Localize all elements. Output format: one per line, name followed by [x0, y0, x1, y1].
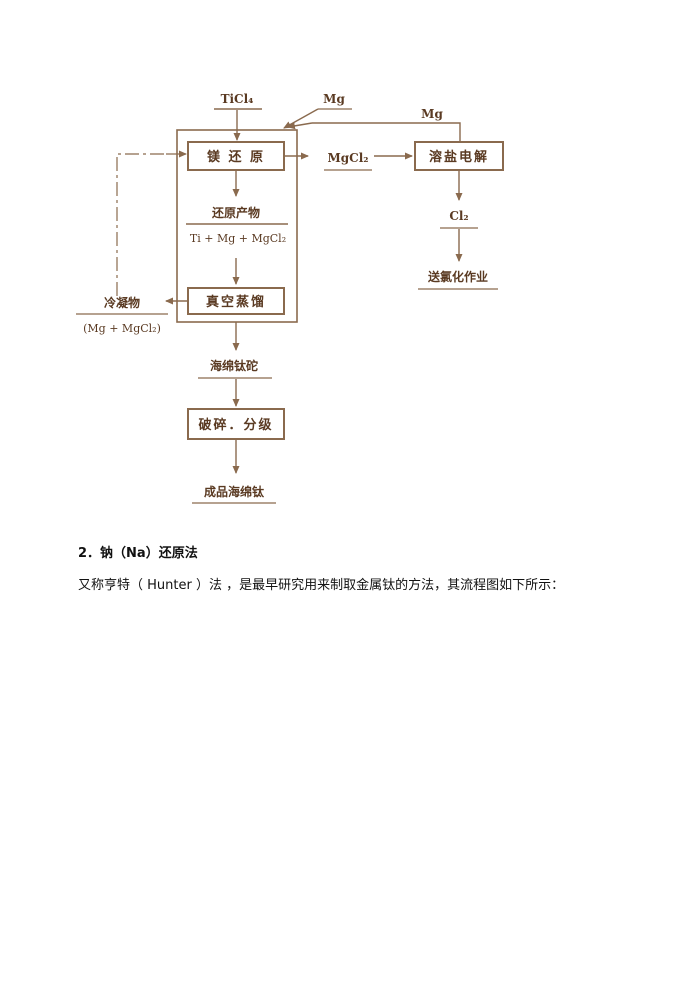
molten-salt-electrolysis-box	[414, 141, 504, 171]
crushing-box	[187, 408, 285, 440]
condensate-recycle-line	[116, 153, 168, 296]
reduction-product-label: 还原产物	[211, 205, 260, 220]
mg-right-label: Mg	[421, 107, 443, 121]
condensate-label: 冷凝物	[104, 295, 140, 310]
ticl4-label: TiCl₄	[221, 92, 254, 106]
final-product-label: 成品海绵钛	[204, 484, 265, 499]
mg-top-label: Mg	[323, 92, 345, 106]
molten-salt-electrolysis-label: 溶盐电解	[429, 149, 489, 165]
mg-recycle-arrow	[287, 122, 313, 130]
to-chlorination-label: 送氯化作业	[427, 269, 488, 284]
mg-reduction-box	[187, 141, 285, 171]
cl2-label: Cl₂	[449, 209, 468, 223]
crushing-label: 破碎．分级	[198, 417, 273, 433]
mg-recycle-line	[312, 122, 461, 142]
condensate-formula: (Mg + MgCl₂)	[83, 322, 161, 335]
reduction-product-formula: Ti + Mg + MgCl₂	[190, 232, 286, 245]
vacuum-distillation-box	[187, 287, 285, 315]
mg-reduction-label: 镁 还 原	[207, 149, 265, 165]
vacuum-distillation-label: 真空蒸馏	[206, 294, 266, 310]
mgcl2-label: MgCl₂	[327, 151, 368, 165]
sponge-lump-label: 海绵钛砣	[210, 358, 258, 373]
body-paragraph: 又称亨特（ Hunter ）法 ，是最早研究用来制取金属钛的方法，其流程图如下所…	[78, 578, 565, 593]
section-heading: 2．钠（Na）还原法	[78, 546, 198, 561]
titanium-process-flow-diagram: TiCl₄ 镁 还 原 Mg Mg MgCl₂ 溶盐电解 Cl₂ 送氯化作业 还…	[76, 92, 504, 504]
